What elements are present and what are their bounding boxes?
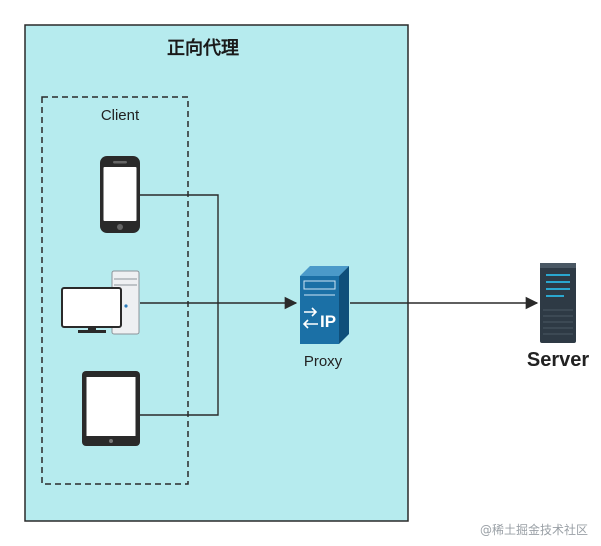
proxy-ip-badge: IP — [320, 312, 336, 331]
server-label: Server — [527, 349, 589, 371]
tablet-icon — [82, 371, 140, 446]
tablet-link — [140, 303, 219, 416]
proxy-label: Proxy — [304, 353, 343, 370]
client-group — [41, 96, 189, 485]
diagram-title: 正向代理 — [167, 37, 239, 59]
client-label: Client — [101, 107, 140, 124]
phone-link — [140, 194, 219, 303]
phone-icon — [100, 156, 140, 233]
forward-proxy-region — [24, 24, 409, 522]
server-rack-icon — [540, 263, 576, 343]
desktop-computer-icon — [61, 270, 140, 335]
proxy-server-icon: IP — [300, 266, 349, 344]
watermark: @稀土掘金技术社区 — [480, 522, 588, 537]
connection-lines — [140, 194, 539, 416]
